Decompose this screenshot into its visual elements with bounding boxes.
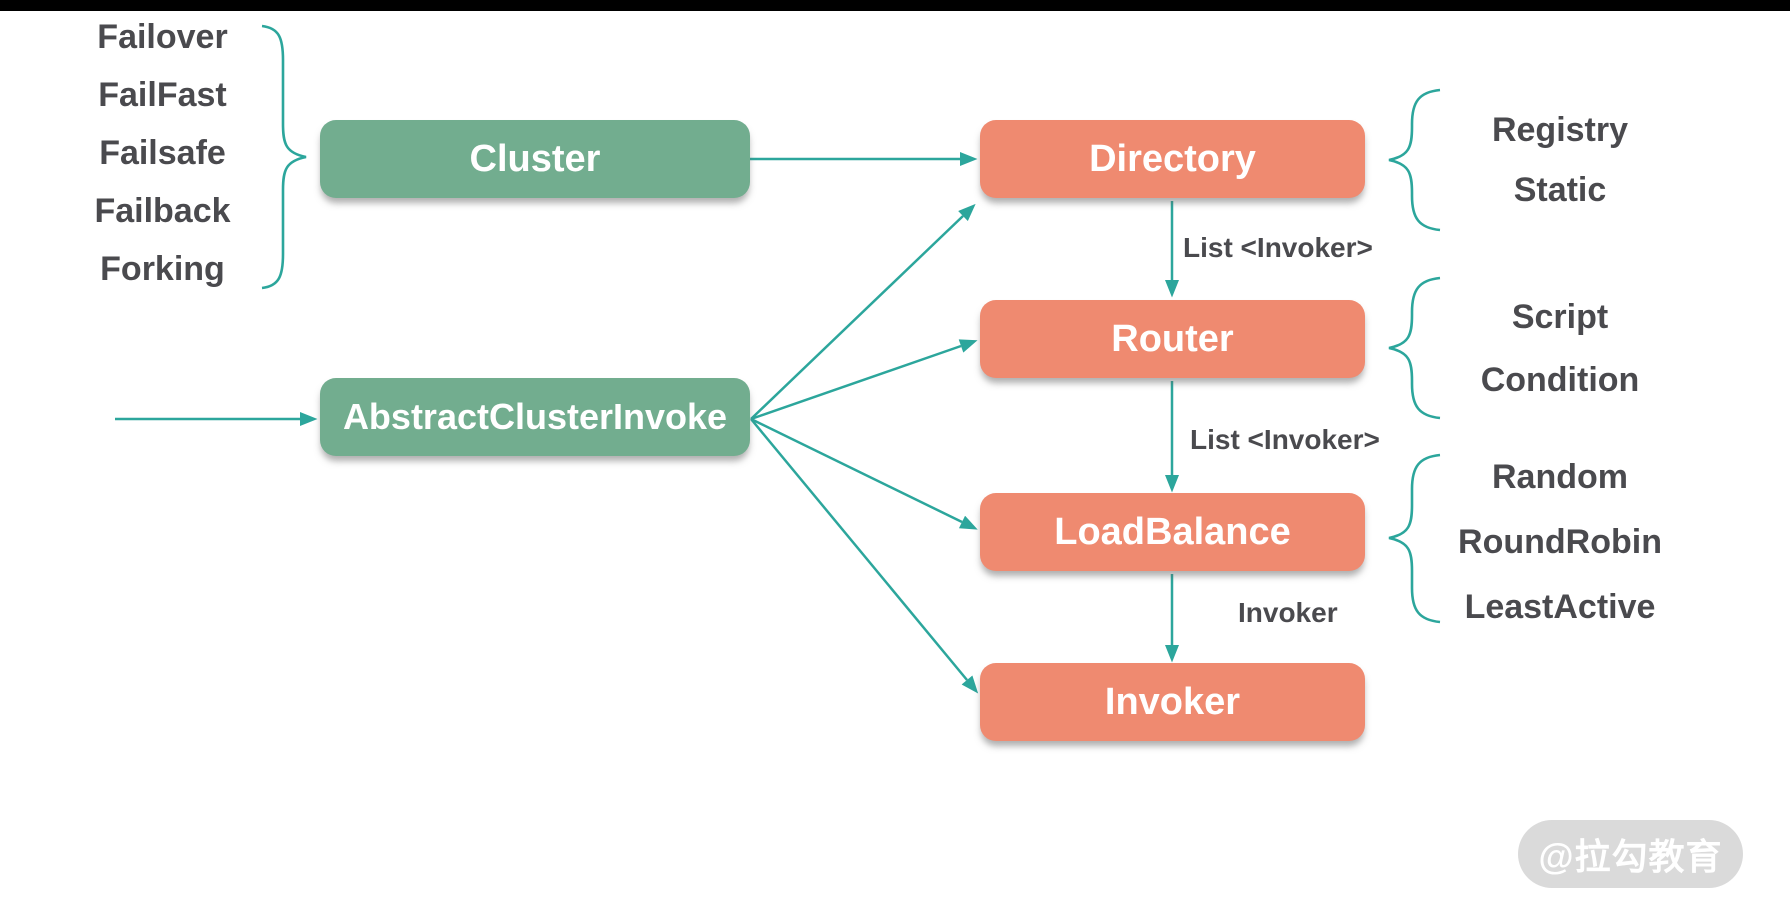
cluster-strategy-list: Failover FailFast Failsafe Failback Fork…	[55, 8, 270, 298]
node-directory-label: Directory	[1089, 137, 1256, 180]
node-router-label: Router	[1111, 317, 1234, 360]
impl-static: Static	[1513, 171, 1607, 209]
watermark-text: @拉勾教育	[1538, 836, 1723, 877]
top-border-bar	[0, 0, 1790, 11]
node-invoker: Invoker	[980, 663, 1365, 741]
arrow-aci-to-router	[750, 339, 978, 421]
impl-registry: Registry	[1491, 111, 1629, 149]
impl-random: Random	[1492, 458, 1628, 496]
node-cluster-label: Cluster	[469, 137, 601, 180]
node-abstract-cluster-invoke-label: AbstractClusterInvoke	[342, 396, 728, 437]
node-loadbalance-label: LoadBalance	[1054, 510, 1291, 553]
edge-label-router-loadbalance: List <Invoker>	[1190, 424, 1380, 455]
impl-roundrobin: RoundRobin	[1458, 523, 1662, 561]
impl-leastactive: LeastActive	[1464, 588, 1656, 626]
node-router: Router	[980, 300, 1365, 378]
router-impl-list: Script Condition	[1420, 286, 1700, 412]
arrow-aci-to-invoker	[750, 418, 979, 694]
directory-impl-list: Registry Static	[1420, 100, 1700, 220]
node-abstract-cluster-invoke: AbstractClusterInvoke	[320, 378, 750, 456]
edge-label-directory-router: List <Invoker>	[1183, 232, 1373, 263]
node-cluster: Cluster	[320, 120, 750, 198]
node-invoker-label: Invoker	[1104, 680, 1241, 723]
loadbalance-impl-list: Random RoundRobin LeastActive	[1420, 445, 1700, 640]
arrow-aci-to-directory	[750, 203, 976, 420]
strategy-failfast: FailFast	[98, 76, 227, 114]
strategy-forking: Forking	[100, 250, 225, 288]
node-loadbalance: LoadBalance	[980, 493, 1365, 571]
impl-condition: Condition	[1480, 361, 1640, 399]
impl-script: Script	[1511, 298, 1609, 336]
edge-label-loadbalance-invoker: Invoker	[1238, 597, 1338, 628]
arrow-aci-to-loadbalance	[750, 417, 978, 530]
node-directory: Directory	[980, 120, 1365, 198]
strategy-failback: Failback	[94, 192, 231, 230]
strategy-failsafe: Failsafe	[99, 134, 226, 172]
strategy-failover: Failover	[97, 18, 228, 56]
watermark-badge: @拉勾教育	[1518, 820, 1743, 888]
